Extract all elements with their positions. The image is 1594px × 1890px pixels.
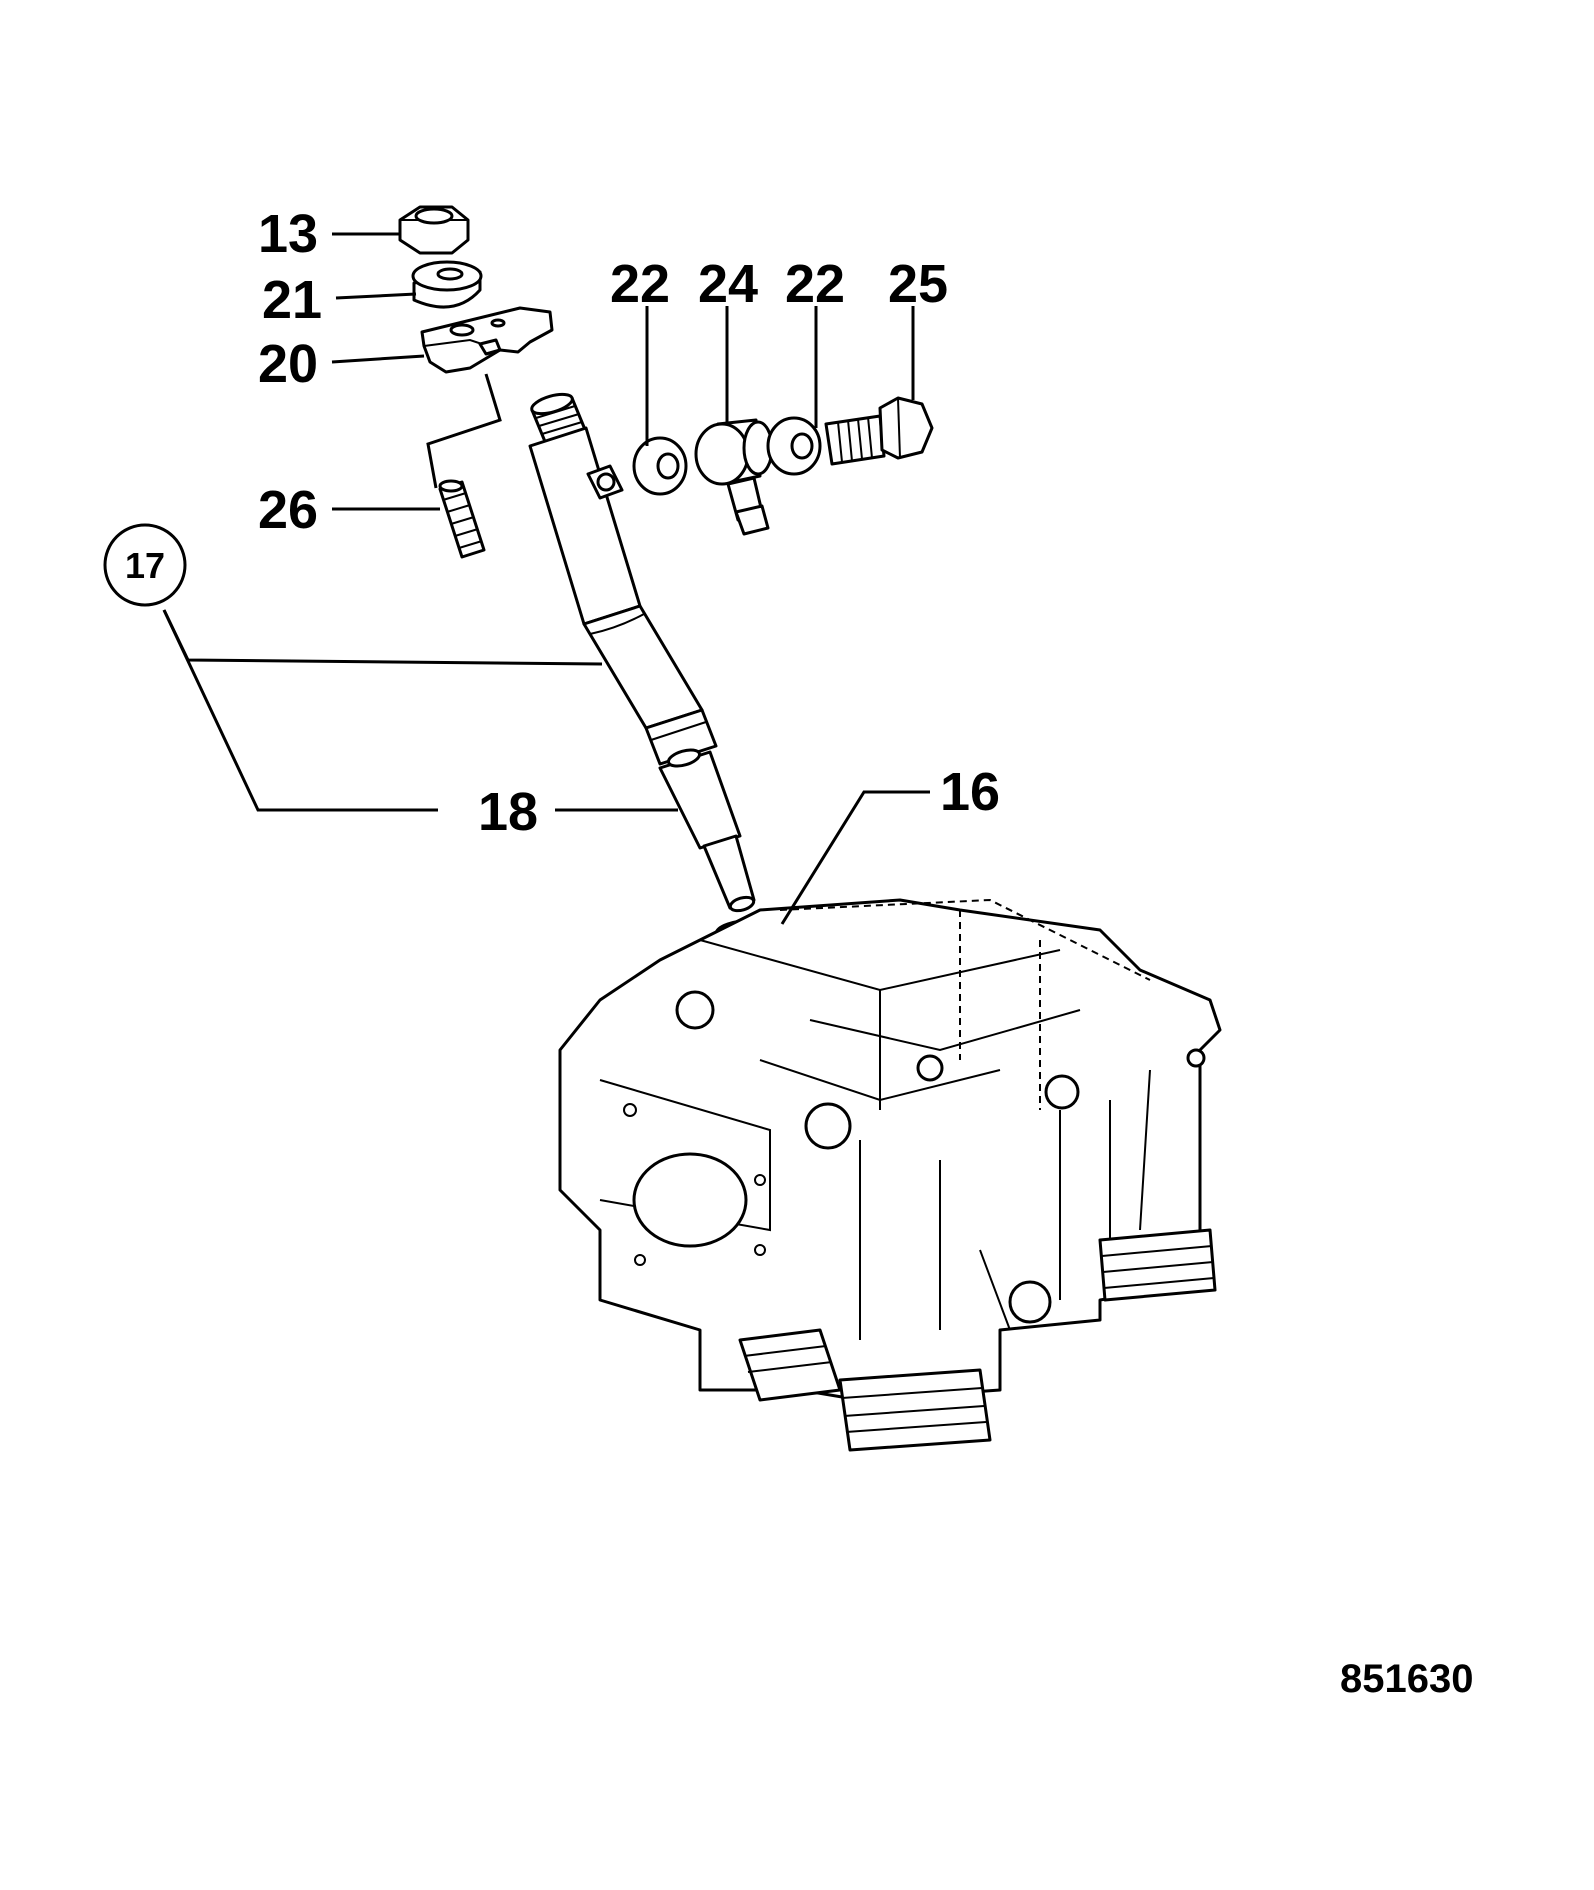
part-22a-seal-ring: [632, 436, 688, 496]
part-24-banjo-fitting: [694, 418, 774, 536]
leader-20-26: [426, 373, 502, 489]
part-21-washer: [411, 260, 483, 309]
part-20-clamp: [420, 306, 554, 374]
part-17-injector-body: [528, 392, 718, 766]
callout-20: 20: [258, 334, 318, 394]
callout-labels: 13 21 20 26 22 24 22 25 17 18 16 851630: [103, 204, 1473, 1701]
callout-22a: 22: [610, 254, 670, 314]
leader-lines: [162, 232, 930, 925]
leader-20: [331, 354, 425, 364]
leader-17-18: [162, 609, 438, 812]
drawing-reference-number: 851630: [1340, 1657, 1473, 1701]
part-25-hollow-bolt: [824, 396, 934, 466]
callout-26: 26: [258, 480, 318, 540]
leader-16: [780, 790, 930, 925]
callout-25: 25: [888, 254, 948, 314]
callout-16: 16: [940, 762, 1000, 822]
callout-24: 24: [698, 254, 758, 314]
part-26-stud: [438, 479, 486, 559]
part-22b-seal-ring: [766, 416, 822, 476]
callout-22b: 22: [785, 254, 845, 314]
callout-13: 13: [258, 204, 318, 264]
callout-21: 21: [262, 270, 322, 330]
leader-17: [162, 609, 603, 666]
callout-17: 17: [125, 545, 165, 586]
part-13-hex-nut: [398, 205, 470, 255]
part-18-nozzle: [658, 748, 756, 913]
cylinder-head: [558, 898, 1222, 1452]
leader-21: [335, 292, 417, 300]
callout-18: 18: [478, 782, 538, 842]
callout-17-circle: [103, 523, 187, 607]
